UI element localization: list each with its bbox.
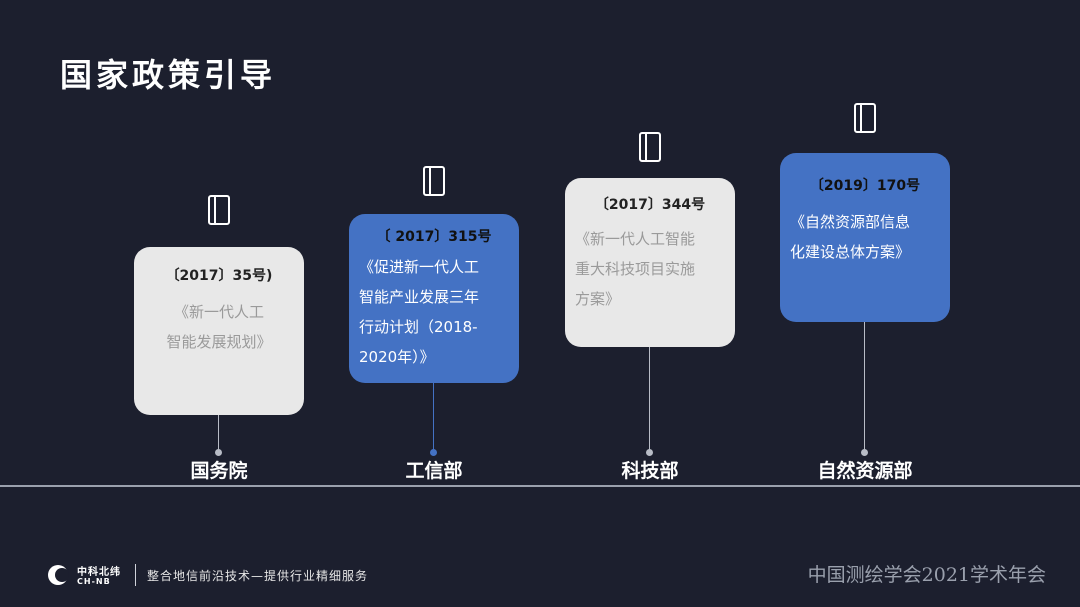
policy-doc-title: 《新一代人工 智能发展规划》 xyxy=(166,303,272,351)
timeline-stem xyxy=(218,415,219,452)
dept-label: 国务院 xyxy=(190,460,248,482)
dept-label: 自然资源部 xyxy=(817,460,913,482)
brand-name-en: CH-NB xyxy=(77,577,111,586)
notebook-icon xyxy=(423,166,445,196)
policy-card-1: 〔2017〕35号) 《新一代人工 智能发展规划》 xyxy=(134,247,304,415)
dept-label: 工信部 xyxy=(405,460,463,482)
footer-divider xyxy=(135,564,136,586)
policy-number: 〔2019〕170号 xyxy=(809,178,921,194)
timeline-dot xyxy=(861,449,868,456)
policy-doc-title: 《自然资源部信息 化建设总体方案》 xyxy=(790,213,911,261)
footer-slogan: 整合地信前沿技术—提供行业精细服务 xyxy=(147,569,369,583)
policy-doc-title: 《促进新一代人工 智能产业发展三年 行动计划（2018- 2020年）》 xyxy=(359,258,480,366)
timeline-dot xyxy=(430,449,437,456)
notebook-icon xyxy=(639,132,661,162)
policy-card-3: 〔2017〕344号 《新一代人工智能 重大科技项目实施 方案》 xyxy=(565,178,735,347)
notebook-icon xyxy=(208,195,230,225)
policy-number: 〔2017〕344号 xyxy=(594,197,706,213)
timeline-stem xyxy=(433,383,434,452)
page-title: 国家政策引导 xyxy=(60,56,277,94)
timeline-stem xyxy=(864,322,865,452)
policy-number: 〔2017〕35号) xyxy=(165,268,273,284)
policy-card-2: 〔 2017〕315号 《促进新一代人工 智能产业发展三年 行动计划（2018-… xyxy=(349,214,519,383)
policy-card-4: 〔2019〕170号 《自然资源部信息 化建设总体方案》 xyxy=(780,153,950,322)
policy-number: 〔 2017〕315号 xyxy=(376,229,492,245)
timeline-stem xyxy=(649,347,650,452)
dept-label: 科技部 xyxy=(621,460,679,482)
notebook-icon xyxy=(854,103,876,133)
timeline-dot xyxy=(646,449,653,456)
policy-doc-title: 《新一代人工智能 重大科技项目实施 方案》 xyxy=(575,230,696,308)
timeline-baseline xyxy=(0,485,1080,487)
brand-logo-icon xyxy=(48,565,69,585)
timeline-dot xyxy=(215,449,222,456)
brand-name: 中科北纬 xyxy=(77,567,121,578)
event-name: 中国测绘学会2021学术年会 xyxy=(807,564,1046,586)
